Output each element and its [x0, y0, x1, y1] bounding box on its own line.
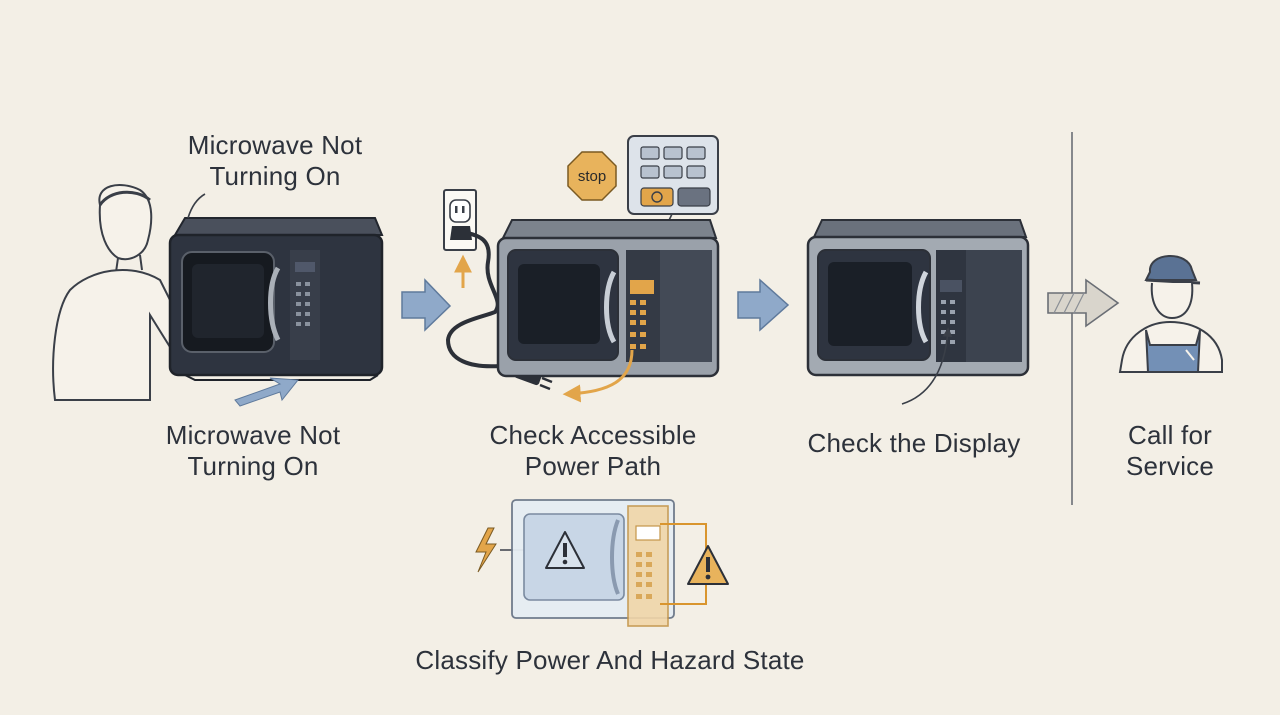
microwave-icon [496, 219, 720, 378]
step1-caption: Microwave Not Turning On [165, 420, 341, 481]
microwave-icon [168, 217, 384, 381]
step3-caption: Check the Display [807, 428, 1021, 458]
technician-icon [1118, 255, 1223, 373]
curved-arrow [562, 349, 634, 403]
arrow-right-icon [737, 278, 790, 332]
keypad-icon [627, 135, 719, 215]
step4-caption: Call for Service [1125, 420, 1215, 481]
warning-icon [545, 531, 585, 569]
microwave-icon [806, 219, 1030, 377]
display-pointer [901, 327, 953, 405]
branch-caption: Classify Power And Hazard State [415, 645, 805, 675]
outlet-icon [443, 189, 477, 251]
arrow-right-icon [401, 278, 452, 332]
stop-sign-icon: stop [567, 151, 617, 201]
stop-sign-text: stop [578, 168, 606, 185]
person-icon [52, 184, 274, 401]
microwave-icon [511, 499, 675, 627]
arrow-right-icon [234, 377, 299, 407]
step1-callout-label: Microwave Not Turning On [187, 130, 363, 191]
arrow-right-icon [1047, 278, 1120, 328]
warning-icon [687, 545, 729, 585]
step2-caption: Check Accessible Power Path [489, 420, 697, 481]
lightning-icon [475, 527, 497, 573]
callout-line [187, 193, 206, 219]
